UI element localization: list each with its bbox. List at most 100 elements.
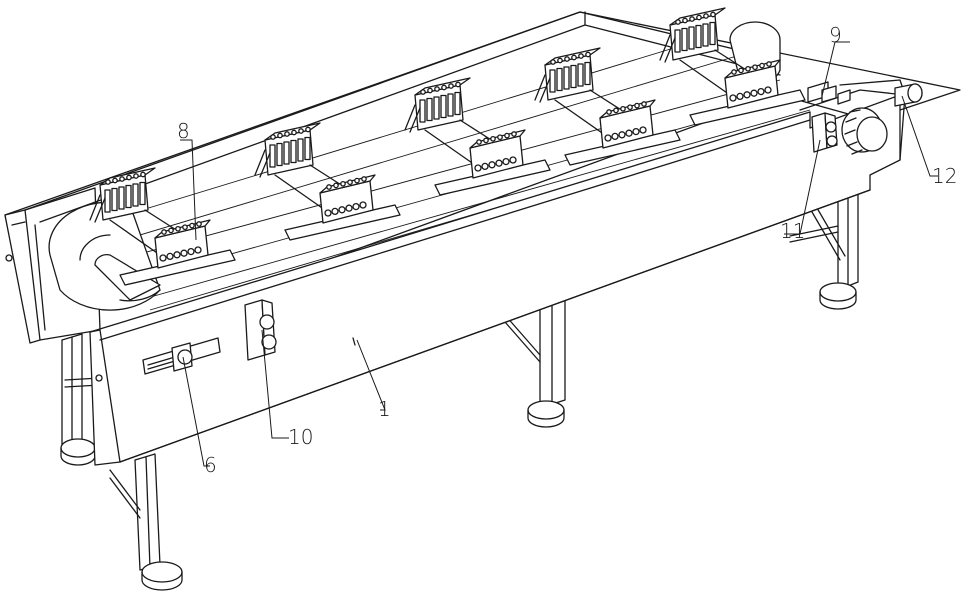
clamp-screw xyxy=(675,19,681,25)
clamp-roller xyxy=(502,157,510,166)
clamp-jaw xyxy=(132,183,139,207)
clamp-screw xyxy=(571,54,577,61)
clamp-screw xyxy=(696,14,702,21)
clamp-roller xyxy=(757,87,765,96)
clamp-jaw xyxy=(447,93,454,117)
clamp-jaw xyxy=(276,142,283,167)
clamp-jaw xyxy=(125,184,132,209)
clamp-fixture xyxy=(254,122,401,241)
clamp-jaw xyxy=(556,67,563,92)
clamp-roller xyxy=(509,156,517,164)
clamp-screw xyxy=(182,224,188,231)
clamp-jaw xyxy=(577,63,584,87)
clamp-jaw xyxy=(426,97,433,122)
clamp-roller xyxy=(345,204,353,212)
slide-adjuster-6 xyxy=(142,337,221,375)
front-panel xyxy=(89,79,906,466)
clamp-screw xyxy=(585,51,591,58)
front-legs xyxy=(109,453,183,591)
clamp-roller xyxy=(359,201,367,209)
clamp-screw xyxy=(427,87,433,94)
label-1: 1 xyxy=(378,397,391,421)
clamp-screw xyxy=(140,171,146,178)
clamp-roller xyxy=(481,162,489,171)
label-9: 9 xyxy=(829,23,842,47)
clamp-screw xyxy=(738,67,744,74)
clamp-screw xyxy=(119,176,125,182)
clamp-roller xyxy=(488,161,496,169)
clamp-screw xyxy=(168,227,174,234)
clamp-screw xyxy=(550,59,556,65)
clamp-screw xyxy=(161,229,167,235)
clamp-screw xyxy=(634,102,640,109)
clamp-screw xyxy=(291,129,297,136)
clamp-jaw xyxy=(304,136,311,161)
leader-lines xyxy=(180,41,938,467)
clamp-screw xyxy=(490,135,496,142)
clamp-screw xyxy=(745,65,751,72)
clamp-screw xyxy=(105,179,111,185)
clamp-screw xyxy=(455,81,461,88)
clamp-screw xyxy=(497,134,503,141)
clamp-roller xyxy=(750,89,758,97)
clamp-screw xyxy=(270,134,276,140)
clamp-screw xyxy=(613,107,619,114)
clamp-roller xyxy=(338,206,346,214)
clamp-roller xyxy=(173,251,181,259)
clamp-jaw xyxy=(419,99,426,123)
clamp-screw xyxy=(326,184,332,190)
clamp-screw xyxy=(476,139,482,145)
clamp-roller xyxy=(194,246,202,254)
clamp-screw xyxy=(564,56,570,62)
clamp-jaw xyxy=(104,189,111,213)
clamp-roller xyxy=(495,159,503,167)
clamp-screw xyxy=(689,16,695,22)
clamp-screw xyxy=(196,221,202,227)
clamp-screw xyxy=(752,64,758,71)
clamp-screw xyxy=(305,126,311,133)
clamp-jaw xyxy=(702,23,709,47)
clamp-jaw xyxy=(681,27,688,52)
clamp-screw xyxy=(483,137,489,144)
clamp-jaw xyxy=(290,139,297,164)
clamp-roller xyxy=(611,132,619,141)
clamp-screw xyxy=(759,62,765,69)
clamp-fixture xyxy=(659,7,806,126)
clamp-screw xyxy=(682,17,688,24)
clamp-fixture xyxy=(404,77,551,196)
control-box-10 xyxy=(244,299,277,361)
clamp-jaw xyxy=(570,64,577,89)
clamp-roller xyxy=(474,164,482,172)
clamp-roller xyxy=(632,127,640,136)
clamp-fixture xyxy=(534,47,681,166)
clamp-fixture xyxy=(89,167,236,286)
label-10: 10 xyxy=(288,425,313,449)
clamp-roller xyxy=(159,254,167,262)
clamp-roller xyxy=(729,94,737,102)
clamp-jaw xyxy=(111,187,118,212)
clamp-jaw xyxy=(549,69,556,93)
clamp-jaw xyxy=(563,66,570,90)
clamp-roller xyxy=(604,134,612,142)
clamp-roller xyxy=(331,207,339,216)
clamp-jaw xyxy=(584,61,591,86)
rear-legs xyxy=(60,171,859,466)
clamp-screw xyxy=(766,61,772,67)
label-6: 6 xyxy=(204,453,217,477)
clamp-roller xyxy=(352,202,360,211)
clamp-screw xyxy=(710,11,716,18)
clamp-jaw xyxy=(688,26,695,50)
clamp-screw xyxy=(361,176,367,182)
clamp-jaw xyxy=(674,29,681,53)
label-8: 8 xyxy=(177,119,190,143)
clamp-screw xyxy=(133,173,139,179)
clamp-roller xyxy=(618,131,626,139)
clamp-screw xyxy=(627,104,633,111)
clamp-screw xyxy=(347,179,353,186)
clamp-screw xyxy=(731,69,737,75)
clamp-screw xyxy=(340,180,346,187)
clamp-roller xyxy=(180,249,188,257)
clamp-screw xyxy=(504,132,510,139)
clamp-jaw xyxy=(709,21,716,46)
